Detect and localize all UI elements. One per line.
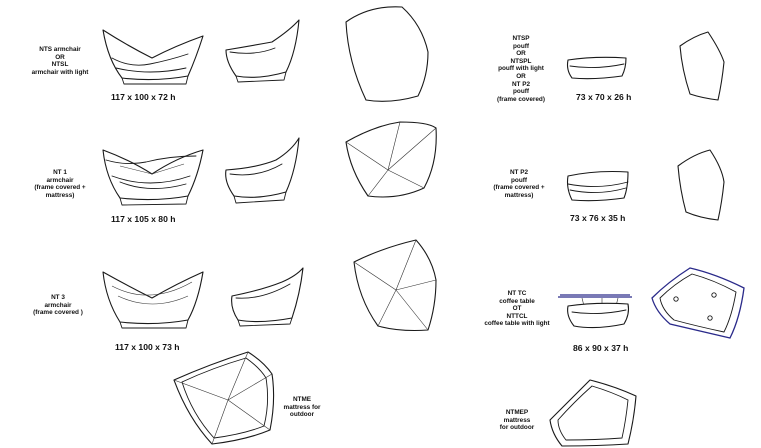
dims-nt1: 117 x 105 x 80 h <box>111 214 176 224</box>
ntmep-top-view <box>549 379 637 447</box>
nt3-front-view <box>102 271 204 329</box>
nttc-top-view <box>651 267 745 339</box>
nt1-side-view <box>225 137 300 204</box>
nt1-top-view <box>345 121 437 198</box>
label-ntsp: NTSP pouff OR NTSPL pouff with light OR … <box>497 35 545 103</box>
nts-side-view <box>225 19 300 83</box>
dims-nttc: 86 x 90 x 37 h <box>573 343 629 353</box>
ntp2-top-view <box>677 149 725 221</box>
ntsp-front-view <box>566 56 627 80</box>
nts-front-view <box>102 29 204 85</box>
label-ntp2: NT P2 pouff (frame covered + mattress) <box>493 169 545 199</box>
nt3-top-view <box>353 239 437 332</box>
label-nts: NTS armchair OR NTSL armchair with light <box>31 46 89 76</box>
ntp2-front-view <box>566 170 629 202</box>
nttc-front-view <box>558 294 632 329</box>
ntme-top-view <box>173 351 275 445</box>
label-ntmep: NTMEP mattress for outdoor <box>499 409 535 432</box>
label-nttc: NT TC coffee table OT NTTCL coffee table… <box>484 290 550 328</box>
label-nt3: NT 3 armchair (frame covered ) <box>33 294 83 317</box>
nt3-side-view <box>231 267 304 327</box>
dims-ntp2: 73 x 76 x 35 h <box>570 213 626 223</box>
dims-nt3: 117 x 100 x 73 h <box>115 342 180 352</box>
label-ntme: NTME mattress for outdoor <box>283 396 321 419</box>
label-nt1: NT 1 armchair (frame covered + mattress) <box>34 169 86 199</box>
dims-nts: 117 x 100 x 72 h <box>111 92 176 102</box>
ntsp-top-view <box>679 31 725 101</box>
dims-ntsp: 73 x 70 x 26 h <box>576 92 632 102</box>
nts-top-view <box>345 6 429 102</box>
nt1-front-view <box>102 149 204 206</box>
